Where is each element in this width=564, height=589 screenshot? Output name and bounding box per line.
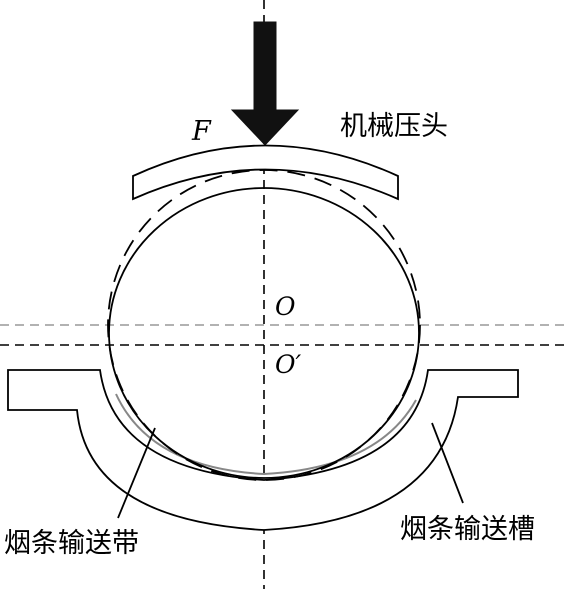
groove-label: 烟条输送槽 [400, 514, 535, 545]
force-arrow [230, 21, 300, 146]
center-o-label: O [275, 292, 296, 321]
groove-leader-line [431, 422, 464, 504]
belt-label: 烟条输送带 [4, 528, 139, 559]
center-o-prime-label: O′ [275, 350, 301, 379]
force-label: F [191, 116, 212, 147]
conveyor-belt [115, 393, 417, 476]
original-rod-outline [107, 169, 421, 481]
conveyor-groove [7, 369, 519, 531]
press-head-plate [132, 144, 399, 201]
belt-leader-line [117, 427, 156, 519]
press-head-label: 机械压头 [340, 111, 448, 142]
